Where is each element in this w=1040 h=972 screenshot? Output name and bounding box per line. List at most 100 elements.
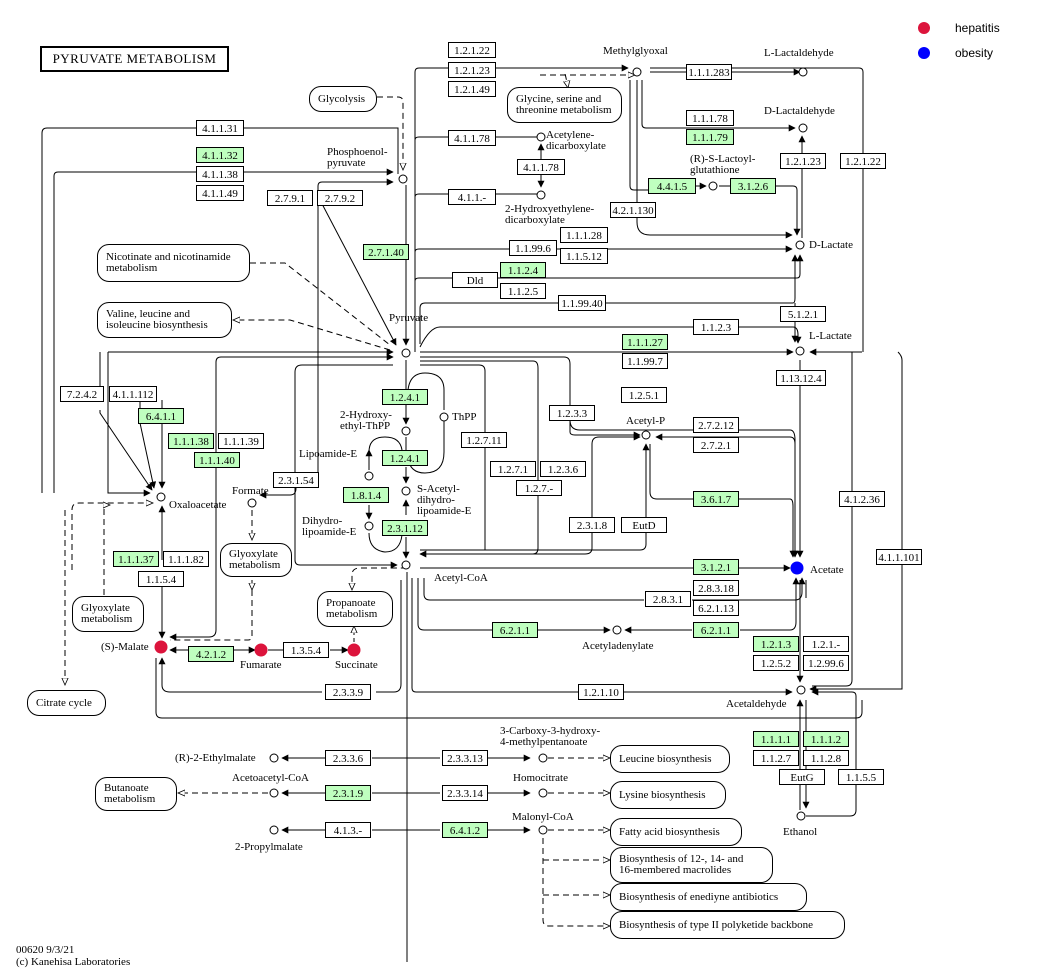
pathway-link-biosynthesis-of-type-ii-polyketide-backbone[interactable]: Biosynthesis of type II polyketide backb… [610,911,845,939]
enzyme-box-1-2-7-1[interactable]: 1.2.7.1 [490,461,536,477]
compound-node-acetylenedicarb[interactable] [536,132,546,142]
enzyme-box-1-1-1-82[interactable]: 1.1.1.82 [163,551,209,567]
compound-node-dlactate[interactable] [795,240,805,250]
enzyme-box-1-1-1-38[interactable]: 1.1.1.38 [168,433,214,449]
enzyme-box-1-1-5-5[interactable]: 1.1.5.5 [838,769,884,785]
pathway-link-valine-leucine-and-isoleucine-biosynthesis[interactable]: Valine, leucine and isoleucine biosynthe… [97,302,232,338]
compound-node-dihydrolipoamide[interactable] [364,521,374,531]
compound-node-acetoacetylcoa[interactable] [269,788,279,798]
enzyme-box-1-2-4-1[interactable]: 1.2.4.1 [382,389,428,405]
compound-node-formate[interactable] [247,498,257,508]
enzyme-box-1-1-1-1[interactable]: 1.1.1.1 [753,731,799,747]
compound-node-methylglyoxal[interactable] [632,67,642,77]
enzyme-box-4-1-1[interactable]: 4.1.1.- [448,189,496,205]
enzyme-box-5-1-2-1[interactable]: 5.1.2.1 [780,306,826,322]
compound-node-oxaloacetate[interactable] [156,492,166,502]
compound-node-pyruvate[interactable] [401,348,411,358]
enzyme-box-1-1-99-7[interactable]: 1.1.99.7 [622,353,668,369]
compound-node-acetyladenylate[interactable] [612,625,622,635]
enzyme-box-2-3-1-12[interactable]: 2.3.1.12 [382,520,428,536]
enzyme-box-4-1-2-36[interactable]: 4.1.2.36 [839,491,885,507]
enzyme-box-4-1-1-31[interactable]: 4.1.1.31 [196,120,244,136]
enzyme-box-1-2-1-22[interactable]: 1.2.1.22 [840,153,886,169]
enzyme-box-1-1-1-28[interactable]: 1.1.1.28 [560,227,608,243]
compound-node-succinate[interactable] [347,643,361,657]
enzyme-box-1-1-2-4[interactable]: 1.1.2.4 [500,262,546,278]
compound-node-lipoamide[interactable] [364,471,374,481]
enzyme-box-1-2-5-1[interactable]: 1.2.5.1 [621,387,667,403]
enzyme-box-1-1-1-78[interactable]: 1.1.1.78 [686,110,734,126]
compound-node-acetaldehyde[interactable] [796,685,806,695]
enzyme-box-4-1-1-101[interactable]: 4.1.1.101 [876,549,922,565]
enzyme-box-4-1-3[interactable]: 4.1.3.- [325,822,371,838]
enzyme-box-2-3-3-14[interactable]: 2.3.3.14 [442,785,488,801]
enzyme-box-1-1-2-8[interactable]: 1.1.2.8 [803,750,849,766]
pathway-link-propanoate-metabolism[interactable]: Propanoate metabolism [317,591,393,627]
enzyme-box-4-1-1-49[interactable]: 4.1.1.49 [196,185,244,201]
pathway-link-biosynthesis-of-12-14-and-16-membered-macrolides[interactable]: Biosynthesis of 12-, 14- and 16-membered… [610,847,773,883]
enzyme-box-4-2-1-130[interactable]: 4.2.1.130 [610,202,656,218]
pathway-link-biosynthesis-of-enediyne-antibiotics[interactable]: Biosynthesis of enediyne antibiotics [610,883,807,911]
enzyme-box-1-2-1-3[interactable]: 1.2.1.3 [753,636,799,652]
compound-node-llactate[interactable] [795,346,805,356]
enzyme-box-2-3-3-13[interactable]: 2.3.3.13 [442,750,488,766]
pathway-link-citrate-cycle[interactable]: Citrate cycle [27,690,106,716]
enzyme-box-1-2-1-23[interactable]: 1.2.1.23 [780,153,826,169]
enzyme-box-1-1-1-27[interactable]: 1.1.1.27 [622,334,668,350]
enzyme-box-Dld[interactable]: Dld [452,272,498,288]
compound-node-ethanol[interactable] [796,811,806,821]
compound-node-hydroxyethylenedicarb[interactable] [536,190,546,200]
compound-node-carboxyhydroxy[interactable] [538,753,548,763]
enzyme-box-1-2-5-2[interactable]: 1.2.5.2 [753,655,799,671]
pathway-link-nicotinate-and-nicotinamide-metabolism[interactable]: Nicotinate and nicotinamide metabolism [97,244,250,282]
enzyme-box-2-7-9-1[interactable]: 2.7.9.1 [267,190,313,206]
enzyme-box-1-1-2-3[interactable]: 1.1.2.3 [693,319,739,335]
compound-node-sacetyl[interactable] [401,486,411,496]
enzyme-box-3-1-2-6[interactable]: 3.1.2.6 [730,178,776,194]
enzyme-box-1-1-2-5[interactable]: 1.1.2.5 [500,283,546,299]
pathway-link-butanoate-metabolism[interactable]: Butanoate metabolism [95,777,177,811]
enzyme-box-1-1-1-283[interactable]: 1.1.1.283 [686,64,732,80]
enzyme-box-1-1-1-37[interactable]: 1.1.1.37 [113,551,159,567]
enzyme-box-2-3-1-9[interactable]: 2.3.1.9 [325,785,371,801]
enzyme-box-2-8-3-1[interactable]: 2.8.3.1 [645,591,691,607]
compound-node-rslactoyl[interactable] [708,181,718,191]
enzyme-box-1-2-1-23[interactable]: 1.2.1.23 [448,62,496,78]
enzyme-box-2-3-1-54[interactable]: 2.3.1.54 [273,472,319,488]
compound-node-dlactaldehyde[interactable] [798,123,808,133]
pathway-link-glyoxylate-metabolism[interactable]: Glyoxylate metabolism [72,596,144,632]
compound-node-malonylcoa[interactable] [538,825,548,835]
enzyme-box-4-1-1-78[interactable]: 4.1.1.78 [448,130,496,146]
enzyme-box-2-3-1-8[interactable]: 2.3.1.8 [569,517,615,533]
enzyme-box-4-4-1-5[interactable]: 4.4.1.5 [648,178,696,194]
enzyme-box-2-7-2-12[interactable]: 2.7.2.12 [693,417,739,433]
enzyme-box-6-4-1-1[interactable]: 6.4.1.1 [138,408,184,424]
enzyme-box-1-1-5-4[interactable]: 1.1.5.4 [138,571,184,587]
enzyme-box-3-1-2-1[interactable]: 3.1.2.1 [693,559,739,575]
pathway-link-leucine-biosynthesis[interactable]: Leucine biosynthesis [610,745,730,773]
enzyme-box-1-1-1-2[interactable]: 1.1.1.2 [803,731,849,747]
enzyme-box-4-1-1-112[interactable]: 4.1.1.112 [109,386,157,402]
enzyme-box-2-8-3-18[interactable]: 2.8.3.18 [693,580,739,596]
compound-node-propylmalate[interactable] [269,825,279,835]
compound-node-acetylcoa[interactable] [401,560,411,570]
enzyme-box-1-2-3-3[interactable]: 1.2.3.3 [549,405,595,421]
enzyme-box-4-2-1-2[interactable]: 4.2.1.2 [188,646,234,662]
compound-node-ethylmalate[interactable] [269,753,279,763]
enzyme-box-1-1-5-12[interactable]: 1.1.5.12 [560,248,608,264]
enzyme-box-2-7-1-40[interactable]: 2.7.1.40 [363,244,409,260]
compound-node-thpp[interactable] [439,412,449,422]
compound-node-llactaldehyde[interactable] [798,67,808,77]
enzyme-box-1-13-12-4[interactable]: 1.13.12.4 [776,370,826,386]
compound-node-pep[interactable] [398,174,408,184]
enzyme-box-1-1-99-6[interactable]: 1.1.99.6 [509,240,557,256]
enzyme-box-1-1-1-39[interactable]: 1.1.1.39 [218,433,264,449]
compound-node-acetylp[interactable] [641,430,651,440]
enzyme-box-1-1-2-7[interactable]: 1.1.2.7 [753,750,799,766]
pathway-link-glycolysis[interactable]: Glycolysis [309,86,377,112]
compound-node-acetate[interactable] [790,561,804,575]
enzyme-box-3-6-1-7[interactable]: 3.6.1.7 [693,491,739,507]
compound-node-hydroxyethylthpp[interactable] [401,426,411,436]
enzyme-box-1-2-7[interactable]: 1.2.7.- [516,480,562,496]
enzyme-box-4-1-1-38[interactable]: 4.1.1.38 [196,166,244,182]
